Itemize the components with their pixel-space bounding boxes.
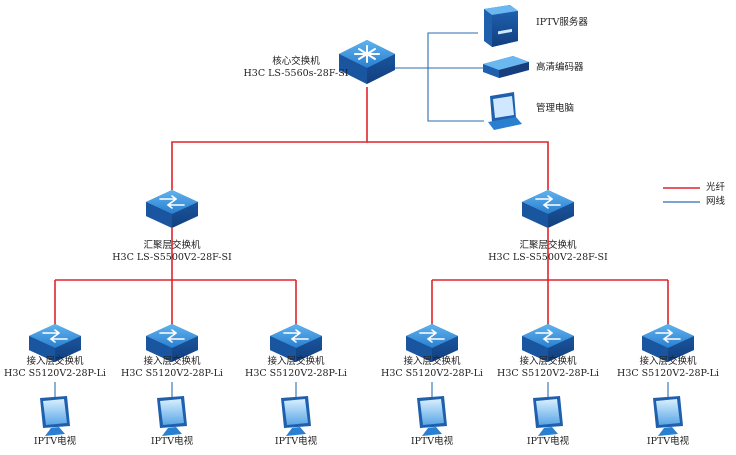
tv-icon [281, 396, 311, 436]
agg-switch-left-name: 汇聚层交换机 [143, 240, 201, 251]
tv-label: IPTV电视 [274, 436, 318, 447]
tv-label: IPTV电视 [410, 436, 454, 447]
access-switch-name: 接入层交换机 [519, 356, 577, 367]
tv-label: IPTV电视 [150, 436, 194, 447]
fiber-core-to-agg-right [367, 141, 549, 190]
core-switch-icon [339, 40, 395, 84]
agg-switch-left-model: H3C LS-S5500V2-28F-SI [112, 252, 232, 263]
access-switch-icon [29, 324, 81, 362]
tv-icon [533, 396, 563, 436]
tv-icon [653, 396, 683, 436]
agg-switch-right-model: H3C LS-S5500V2-28F-SI [488, 252, 608, 263]
access-switch-name: 接入层交换机 [267, 356, 325, 367]
access-switch-name: 接入层交换机 [639, 356, 697, 367]
laptop-icon [488, 92, 522, 130]
access-switch-model: H3C S5120V2-28P-Li [121, 368, 223, 379]
access-switch-icon [522, 324, 574, 362]
fiber-links [54, 87, 669, 326]
tv-icon [40, 396, 70, 436]
access-switch-icon [642, 324, 694, 362]
access-switch-name: 接入层交换机 [143, 356, 201, 367]
core-switch-name: 核心交换机 [272, 56, 320, 67]
fiber-core-to-agg-left [171, 87, 368, 190]
access-switch-model: H3C S5120V2-28P-Li [617, 368, 719, 379]
legend-fiber-label: 光纤 [706, 182, 726, 193]
access-switch-icon [146, 324, 198, 362]
access-switch-model: H3C S5120V2-28P-Li [497, 368, 599, 379]
iptv-server-label: IPTV服务器 [536, 17, 588, 28]
access-switch-model: H3C S5120V2-28P-Li [4, 368, 106, 379]
access-switch-icon [270, 324, 322, 362]
access-switch-model: H3C S5120V2-28P-Li [381, 368, 483, 379]
agg-switch-right-name: 汇聚层交换机 [519, 240, 577, 251]
legend-cable-label: 网线 [706, 196, 726, 207]
cable-core-to-mgmt-pc [427, 68, 484, 122]
encoder-icon [483, 56, 529, 78]
aggregation-switch-icon [146, 190, 198, 228]
tv-label: IPTV电视 [526, 436, 570, 447]
tv-icon [157, 396, 187, 436]
cable-core-to-iptv-server [393, 32, 478, 69]
fiber-agg-left-bus [54, 228, 297, 326]
fiber-agg-right-bus [431, 228, 669, 326]
tv-label: IPTV电视 [646, 436, 690, 447]
mgmt-pc-label: 管理电脑 [536, 103, 575, 114]
encoder-label: 高清编码器 [536, 62, 584, 73]
access-switch-name: 接入层交换机 [403, 356, 461, 367]
tv-label: IPTV电视 [33, 436, 77, 447]
access-switch-icon [406, 324, 458, 362]
tv-icon [417, 396, 447, 436]
server-icon [484, 5, 518, 47]
core-switch-model: H3C LS-5560s-28F-SI [243, 68, 349, 79]
access-switch-name: 接入层交换机 [26, 356, 84, 367]
access-switch-model: H3C S5120V2-28P-Li [245, 368, 347, 379]
aggregation-switch-icon [522, 190, 574, 228]
